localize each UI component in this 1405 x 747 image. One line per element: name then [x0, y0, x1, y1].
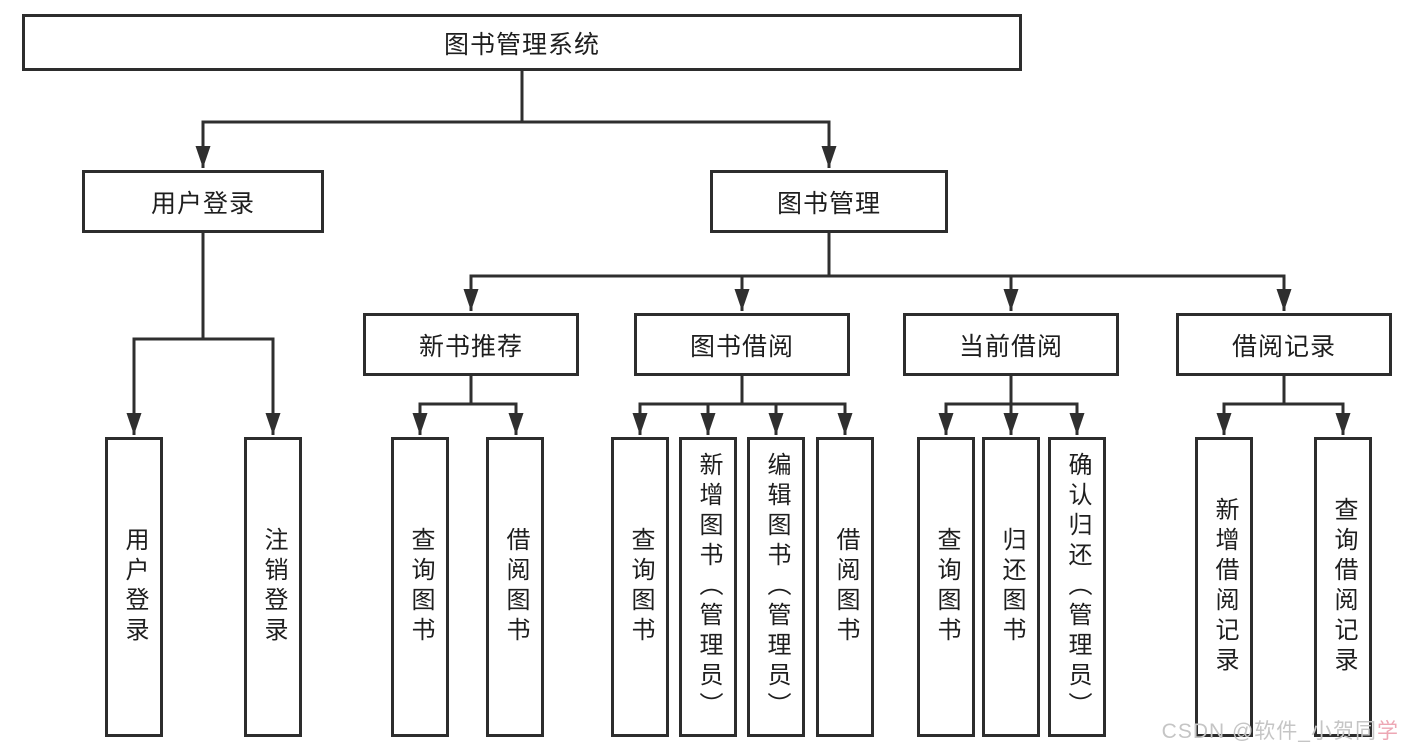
csdn-watermark: CSDN @软件_小贺同学 [1162, 715, 1399, 745]
watermark-text-accent: 学 [1377, 720, 1399, 743]
leaf-user-login: 用户登录 [105, 437, 163, 737]
leaf-logout: 注销登录 [244, 437, 302, 737]
node-book-borrow: 图书借阅 [634, 313, 850, 376]
leaf-borrow-query: 查询图书 [611, 437, 669, 737]
leaf-borrow-edit-admin: 编辑图书（管理员） [747, 437, 805, 737]
node-new-book-recommend: 新书推荐 [363, 313, 579, 376]
leaf-borrow-borrow: 借阅图书 [816, 437, 874, 737]
leaf-newbook-borrow: 借阅图书 [486, 437, 544, 737]
watermark-text: CSDN @软件_小贺同 [1161, 720, 1377, 743]
leaf-current-query: 查询图书 [917, 437, 975, 737]
node-root-system: 图书管理系统 [22, 14, 1022, 71]
node-book-management: 图书管理 [710, 170, 948, 233]
node-current-borrow: 当前借阅 [903, 313, 1119, 376]
leaf-current-confirm-admin: 确认归还（管理员） [1048, 437, 1106, 737]
node-user-login: 用户登录 [82, 170, 324, 233]
leaf-record-add: 新增借阅记录 [1195, 437, 1253, 737]
leaf-borrow-add-admin: 新增图书（管理员） [679, 437, 737, 737]
leaf-newbook-query: 查询图书 [391, 437, 449, 737]
leaf-current-return: 归还图书 [982, 437, 1040, 737]
leaf-record-query: 查询借阅记录 [1314, 437, 1372, 737]
node-borrow-record: 借阅记录 [1176, 313, 1392, 376]
